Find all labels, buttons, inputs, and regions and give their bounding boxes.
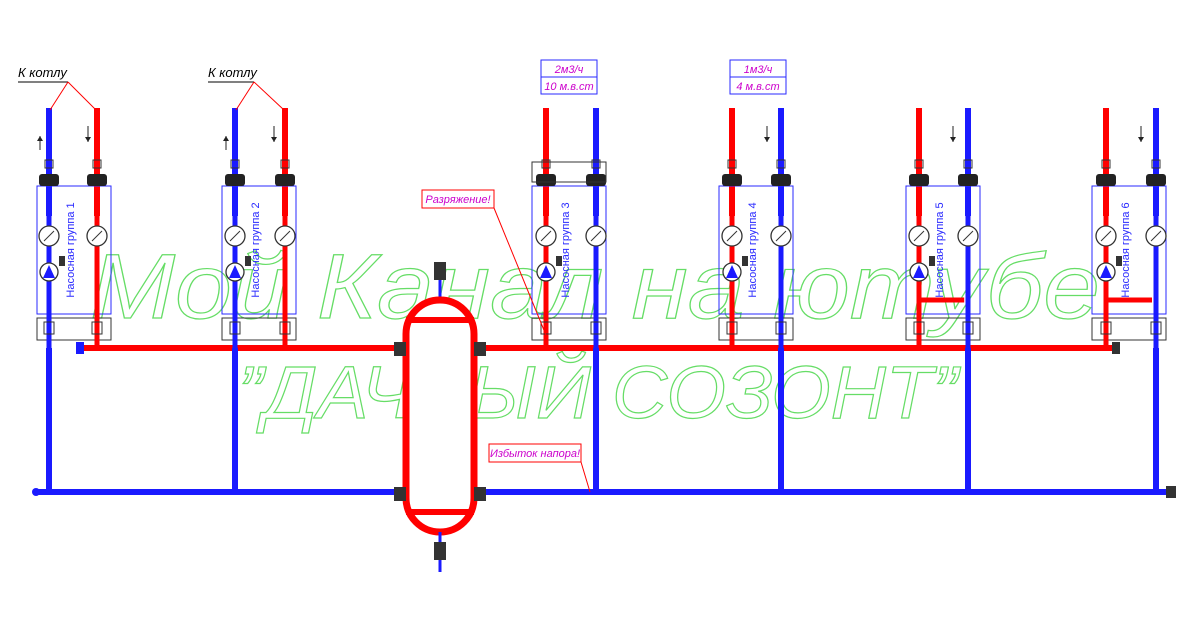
pump-group-5: Насосная группа 5 [905, 108, 981, 492]
check-valve-icon [914, 159, 924, 169]
union-fitting-icon [913, 321, 925, 335]
pump-group-box [1091, 185, 1167, 315]
pump-group-2: Насосная группа 2 [221, 108, 297, 492]
pump-group-1: Насосная группа 1 [36, 108, 112, 492]
union-fitting-icon [91, 321, 103, 335]
check-valve-icon [727, 159, 737, 169]
pump-group-base [36, 317, 112, 341]
ball-valve-icon [722, 174, 742, 186]
pump-valve-icon [556, 256, 562, 266]
check-valve-icon [44, 159, 54, 169]
check-valve-icon [1151, 159, 1161, 169]
svg-text:Избыток напора!: Избыток напора! [490, 448, 580, 460]
pump-group-base [531, 317, 607, 341]
pump-group-label: Насосная группа 2 [250, 202, 262, 297]
group-4-params: 1м3/ч 4 м.в.ст [729, 59, 787, 95]
check-valve-icon [1101, 159, 1111, 169]
ball-valve-icon [225, 174, 245, 186]
check-valve-icon [541, 159, 551, 169]
pump-valve-icon [929, 256, 935, 266]
pump-group-base [1091, 317, 1167, 341]
svg-text:2м3/ч: 2м3/ч [554, 64, 584, 76]
check-valve-icon [92, 159, 102, 169]
pump-group-base [905, 317, 981, 341]
union-fitting-icon [279, 321, 291, 335]
svg-text:4 м.в.ст: 4 м.в.ст [736, 81, 779, 93]
svg-text:К котлу: К котлу [18, 65, 68, 80]
pump-group-label: Насосная группа 4 [747, 202, 759, 297]
check-valve-icon [776, 159, 786, 169]
ball-valve-icon [909, 174, 929, 186]
pump-group-box [221, 185, 297, 315]
pump-valve-icon [59, 256, 65, 266]
supply-header-cap [1112, 342, 1120, 354]
group-3-params: 2м3/ч 10 м.в.ст [540, 59, 598, 95]
ball-valve-icon [1096, 174, 1116, 186]
pump-group-3: Насосная группа 3 [531, 108, 607, 492]
ball-valve-icon [1146, 174, 1166, 186]
ball-valve-icon [958, 174, 978, 186]
pump-group-base [221, 317, 297, 341]
pump-group-label: Насосная группа 3 [560, 202, 572, 297]
hydraulic-separator-icon [394, 262, 486, 572]
check-valve-icon [591, 159, 601, 169]
union-fitting-icon [590, 321, 602, 335]
union-fitting-icon [229, 321, 241, 335]
return-header-end [32, 488, 40, 496]
ball-valve-icon [275, 174, 295, 186]
pump-group-box [531, 185, 607, 315]
union-fitting-icon [1100, 321, 1112, 335]
pump-group-box [905, 185, 981, 315]
pump-group-4: Насосная группа 4 [718, 108, 794, 492]
union-fitting-icon [962, 321, 974, 335]
svg-text:1м3/ч: 1м3/ч [744, 64, 773, 76]
boiler-label-2: К котлу [208, 65, 285, 111]
pump-group-label: Насосная группа 6 [1120, 202, 1132, 297]
pump-group-box [718, 185, 794, 315]
ball-valve-icon [39, 174, 59, 186]
pump-groups: Насосная группа 1 Насосная группа 2 Насосн… [36, 108, 1167, 492]
pump-group-6: Насосная группа 6 [1091, 108, 1167, 492]
check-valve-icon [230, 159, 240, 169]
ball-valve-icon [586, 174, 606, 186]
ball-valve-icon [87, 174, 107, 186]
pump-valve-icon [742, 256, 748, 266]
pump-group-label: Насосная группа 5 [934, 202, 946, 297]
pump-group-base [718, 317, 794, 341]
union-fitting-icon [1150, 321, 1162, 335]
union-fitting-icon [726, 321, 738, 335]
svg-text:К котлу: К котлу [208, 65, 258, 80]
union-fitting-icon [43, 321, 55, 335]
svg-text:Разряжение!: Разряжение! [425, 194, 490, 206]
union-fitting-icon [775, 321, 787, 335]
svg-text:10 м.в.ст: 10 м.в.ст [544, 81, 593, 93]
supply-header-left-cap [76, 342, 84, 354]
check-valve-icon [280, 159, 290, 169]
pump-group-box [36, 185, 112, 315]
return-header-cap [1166, 486, 1176, 498]
ball-valve-icon [771, 174, 791, 186]
check-valve-icon [963, 159, 973, 169]
overpressure-note: Избыток напора! [488, 443, 591, 493]
pump-group-label: Насосная группа 1 [65, 202, 77, 297]
boiler-label-1: К котлу [18, 65, 97, 111]
ball-valve-icon [536, 174, 556, 186]
pump-valve-icon [1116, 256, 1122, 266]
watermark-line2: ”ДАЧНЫЙ СОЗОНТ” [238, 351, 961, 434]
vacuum-note: Разряжение! [421, 189, 549, 341]
pump-valve-icon [245, 256, 251, 266]
mounting-plate [531, 161, 607, 183]
